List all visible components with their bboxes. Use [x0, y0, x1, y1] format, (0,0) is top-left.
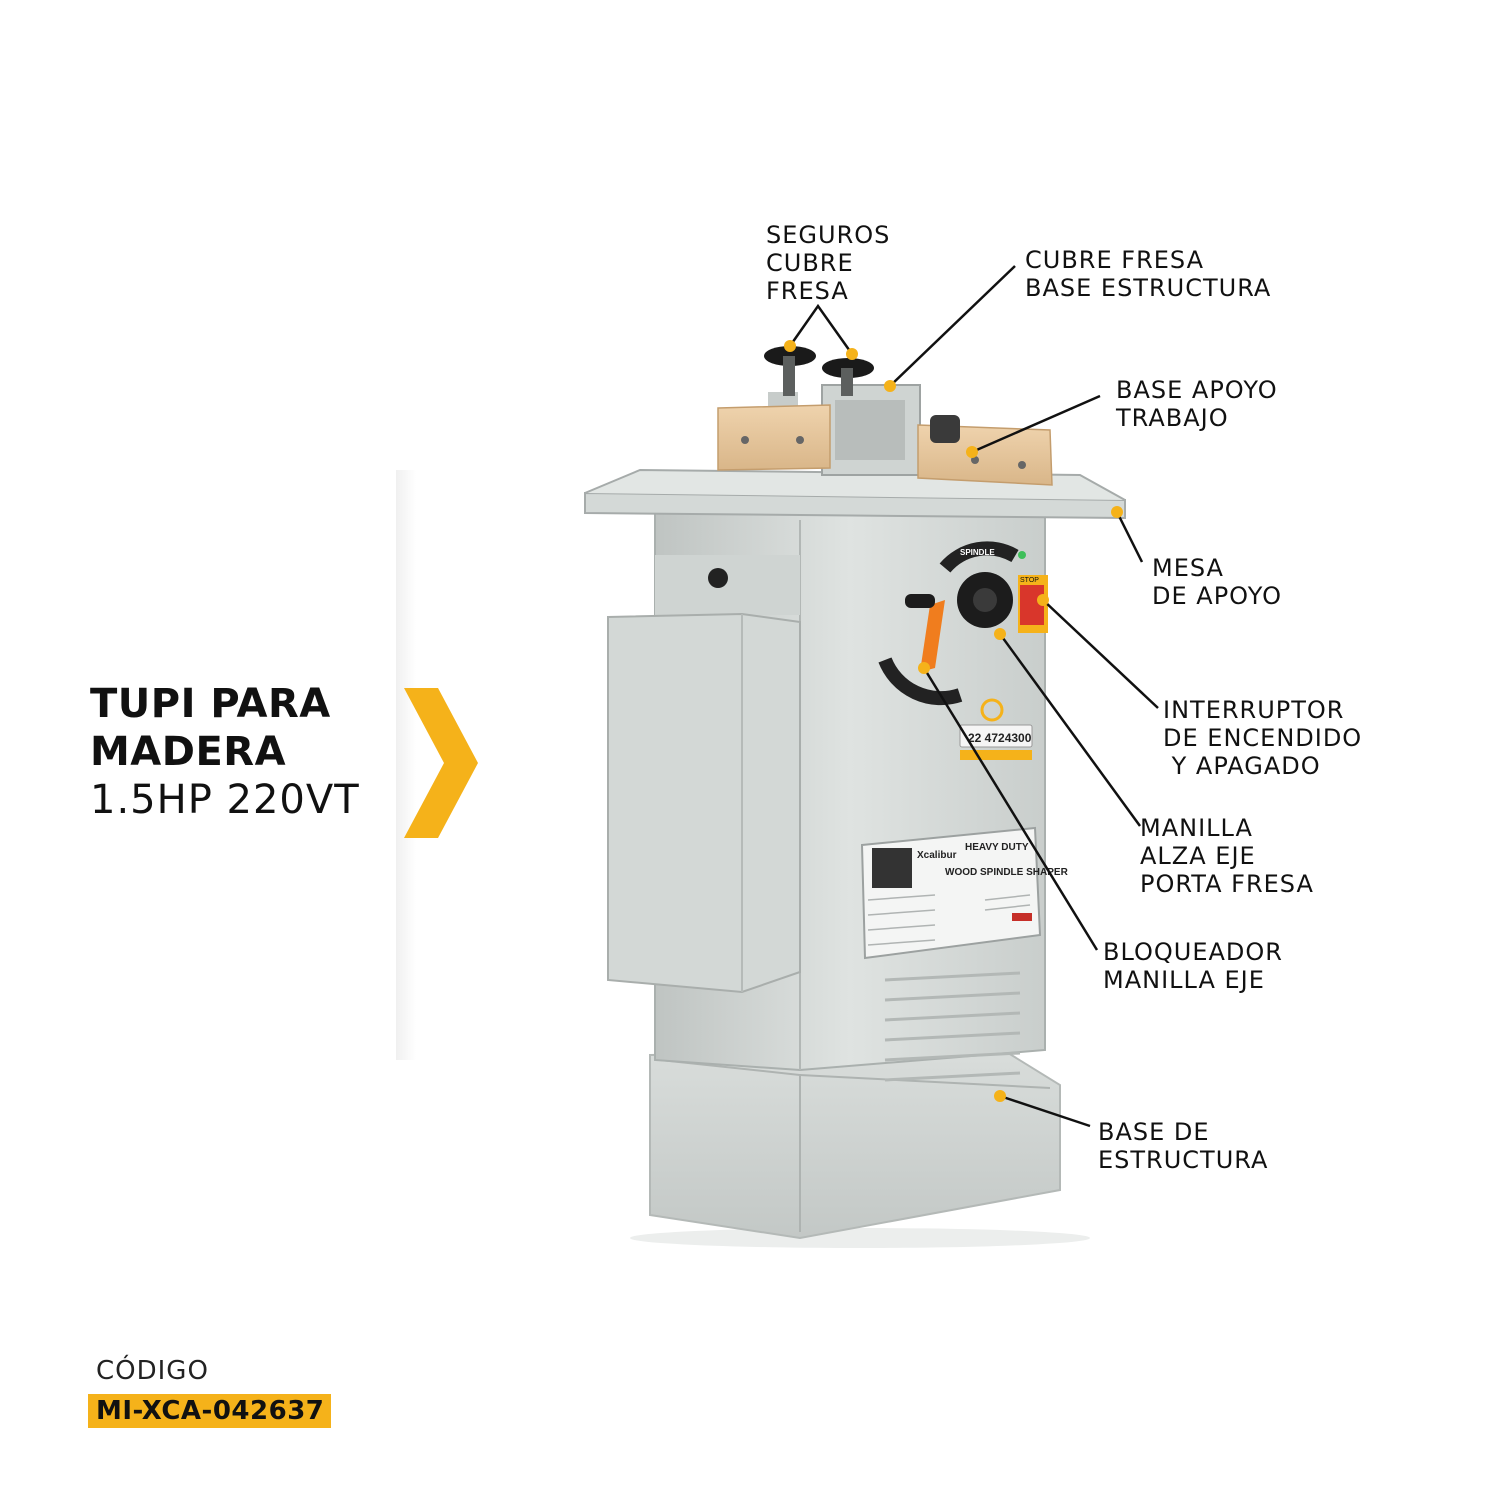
switch-text: STOP [1020, 577, 1039, 584]
upper-dial-text: SPINDLE [960, 548, 995, 557]
label-interruptor: INTERRUPTOR DE ENCENDIDO Y APAGADO [1163, 696, 1363, 780]
label-base-de-estructura: BASE DE ESTRUCTURA [1098, 1118, 1269, 1174]
plate-line-2: WOOD SPINDLE SHAPER [945, 867, 1069, 878]
brand-text: Xcalibur [917, 850, 957, 861]
label-mesa-de-apoyo: MESA DE APOYO [1152, 554, 1282, 610]
dot-seguros-left [784, 340, 796, 352]
label-base-apoyo-trabajo: BASE APOYO TRABAJO [1116, 376, 1278, 432]
upper-dial-icon [939, 541, 1019, 573]
indicator-light-icon [1018, 551, 1026, 559]
side-knob-icon [708, 568, 728, 588]
code-caption: CÓDIGO [96, 1356, 209, 1386]
title-line-2: MADERA [90, 729, 287, 775]
chevron-arrow-icon [404, 688, 478, 838]
nameplate: Xcalibur HEAVY DUTY WOOD SPINDLE SHAPER [860, 826, 1069, 960]
dot-bloqueador [918, 662, 930, 674]
divider-shadow [396, 470, 416, 1060]
label-cubre-fresa-base: CUBRE FRESA BASE ESTRUCTURA [1025, 246, 1272, 302]
dot-mesa [1111, 506, 1123, 518]
title-line-3: 1.5HP 220VT [90, 777, 360, 823]
product-title: TUPI PARA MADERA 1.5HP 220VT [90, 680, 360, 824]
title-line-1: TUPI PARA [90, 681, 331, 727]
orange-handle-icon [920, 600, 945, 672]
dot-manilla-alza [994, 628, 1006, 640]
star-knob-right-icon [822, 358, 874, 396]
vent-louvers [884, 971, 1021, 1082]
product-code: MI-XCA-042637 [96, 1396, 325, 1426]
phone-text: 22 4724300 [968, 731, 1032, 745]
lower-dial-icon [878, 657, 963, 706]
floor-shadow [630, 1228, 1090, 1248]
dot-interruptor [1037, 594, 1049, 606]
plate-line-1: HEAVY DUTY [965, 842, 1029, 853]
label-manilla-alza-eje: MANILLA ALZA EJE PORTA FRESA [1140, 814, 1314, 898]
label-seguros-cubre-fresa: SEGUROS CUBRE FRESA [766, 221, 891, 305]
dot-cubre-fresa [884, 380, 896, 392]
dot-base-apoyo [966, 446, 978, 458]
fence-left [717, 404, 831, 471]
star-knob-left-icon [764, 346, 816, 396]
dot-seguros-right [846, 348, 858, 360]
dot-base-estructura [994, 1090, 1006, 1102]
label-bloqueador-manilla: BLOQUEADOR MANILLA EJE [1103, 938, 1283, 994]
code-highlight [88, 1394, 331, 1428]
dealer-sticker: 22 4724300 [959, 698, 1033, 760]
